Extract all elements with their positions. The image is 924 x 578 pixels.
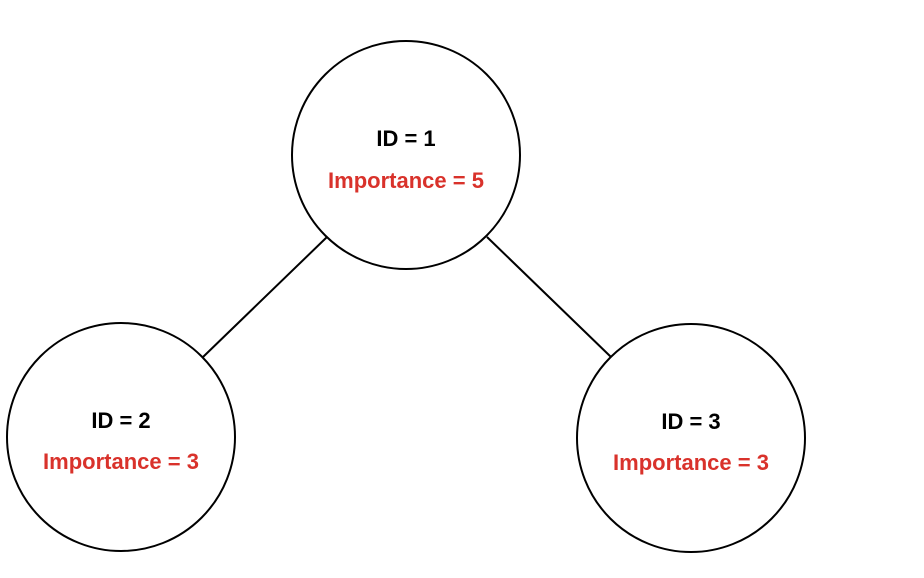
node-2-importance-label: Importance = 3 [43,449,199,474]
node-2-id-label: ID = 2 [91,408,150,433]
node-1-id-label: ID = 1 [376,126,435,151]
node-3-importance-label: Importance = 3 [613,450,769,475]
node-3-id-label: ID = 3 [661,409,720,434]
node-3-circle [576,323,806,553]
node-1: ID = 1 Importance = 5 [291,40,521,270]
node-1-circle [291,40,521,270]
node-2-circle [6,322,236,552]
edge-1-2 [202,236,328,358]
node-1-importance-label: Importance = 5 [328,168,484,193]
node-2: ID = 2 Importance = 3 [6,322,236,552]
node-3: ID = 3 Importance = 3 [576,323,806,553]
edge-1-3 [486,236,612,358]
